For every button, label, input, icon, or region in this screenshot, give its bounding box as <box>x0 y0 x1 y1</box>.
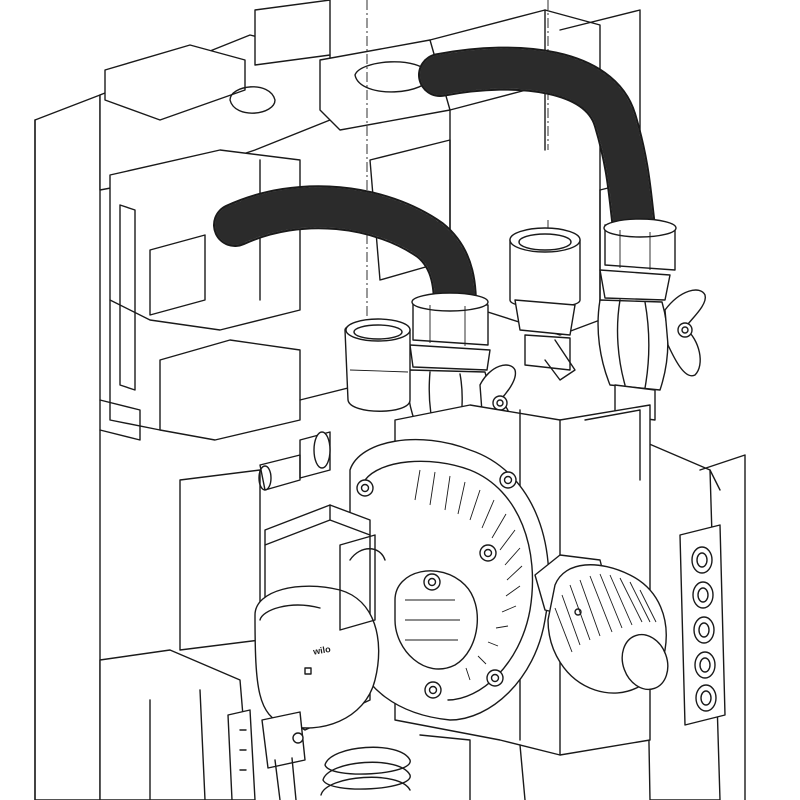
thermostat-grip-ribs <box>554 573 657 653</box>
volute-ribs <box>414 469 523 681</box>
housing-bolts <box>356 471 517 699</box>
ball-valve-right <box>597 218 706 421</box>
spring-coil-icon <box>320 746 411 796</box>
terminal-slots <box>691 546 717 712</box>
pump-brand-label: wilo <box>311 644 331 657</box>
pump-motor-icon <box>254 504 386 731</box>
thermostatic-valve-icon <box>534 554 669 694</box>
bottom-components <box>227 709 526 800</box>
centre-fitting <box>509 227 581 381</box>
terminal-strip-icon <box>679 524 726 726</box>
corrugated-hose-left-icon <box>213 185 477 332</box>
corrugated-hose-right-icon <box>418 46 657 257</box>
left-union-fitting <box>258 318 411 491</box>
butterfly-valve-handle-icon <box>664 289 706 377</box>
